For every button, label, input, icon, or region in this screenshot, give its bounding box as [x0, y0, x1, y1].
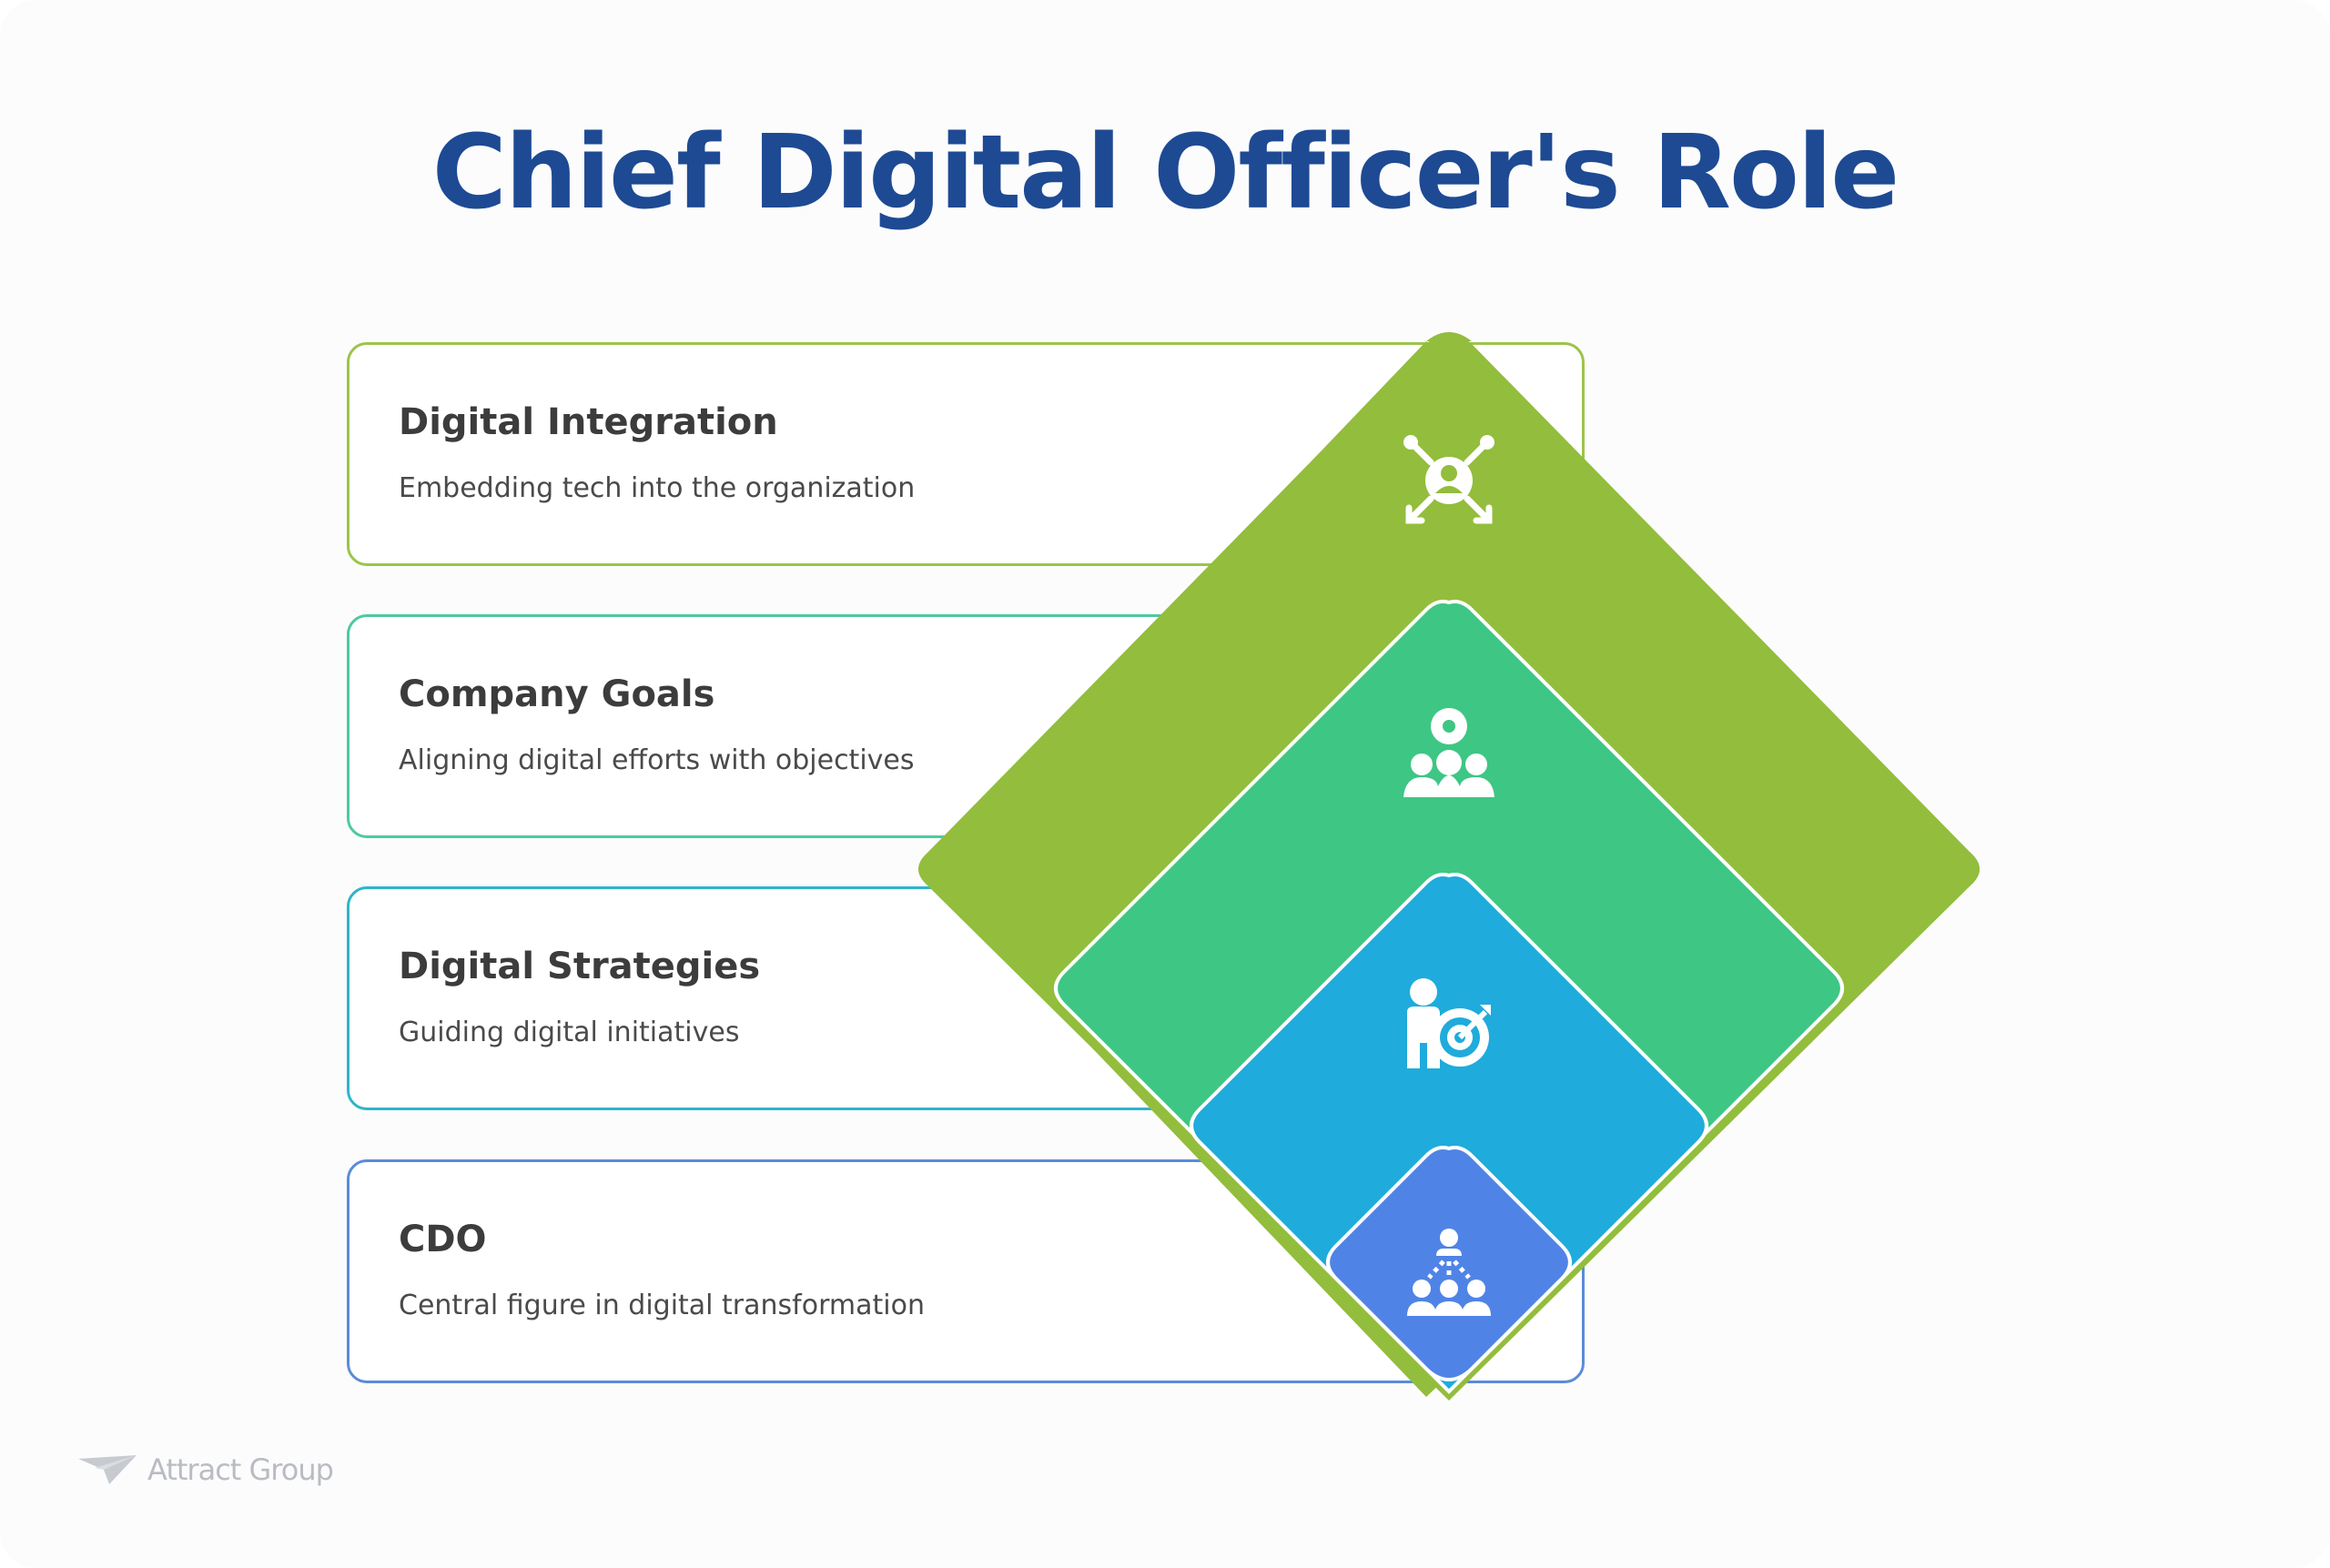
card-description: Aligning digital efforts with objectives — [399, 744, 915, 776]
diamond-shape — [1190, 873, 1708, 1394]
card-description: Guiding digital initiatives — [399, 1017, 740, 1048]
card-title: Digital Integration — [399, 401, 778, 443]
paper-plane-icon — [78, 1455, 137, 1484]
card-description: Central figure in digital transformation — [399, 1290, 925, 1321]
card-description: Embedding tech into the organization — [399, 472, 916, 504]
card-title: Company Goals — [399, 673, 715, 715]
logo-text: Attract Group — [147, 1452, 334, 1487]
team-goal-icon — [1403, 708, 1494, 797]
page-title: Chief Digital Officer's Role — [431, 114, 1900, 232]
person-target-icon — [1407, 978, 1491, 1068]
hierarchy-icon — [1407, 1229, 1491, 1316]
card-title: CDO — [399, 1219, 487, 1260]
diamond-digital-strategies — [1190, 873, 1708, 1394]
attract-group-logo: Attract Group — [76, 1447, 334, 1492]
card-title: Digital Strategies — [399, 946, 761, 987]
network-person-icon — [1403, 435, 1494, 524]
diamond-cdo — [1326, 1146, 1572, 1382]
